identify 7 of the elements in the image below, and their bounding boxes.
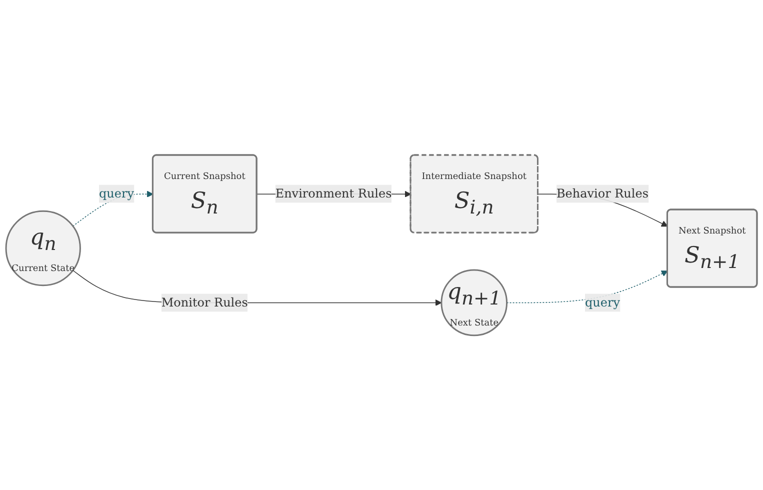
node-circle: q$_{n}$ Current State [5,210,81,286]
node-circle: q$_{n+1}$ Next State [440,269,508,336]
edge-label: Monitor Rules [161,295,248,310]
edge-label: Environment Rules [275,186,392,200]
edge-label: Behavior Rules [556,186,648,200]
edge-label: query [98,186,134,200]
edge-label: query [584,295,620,310]
